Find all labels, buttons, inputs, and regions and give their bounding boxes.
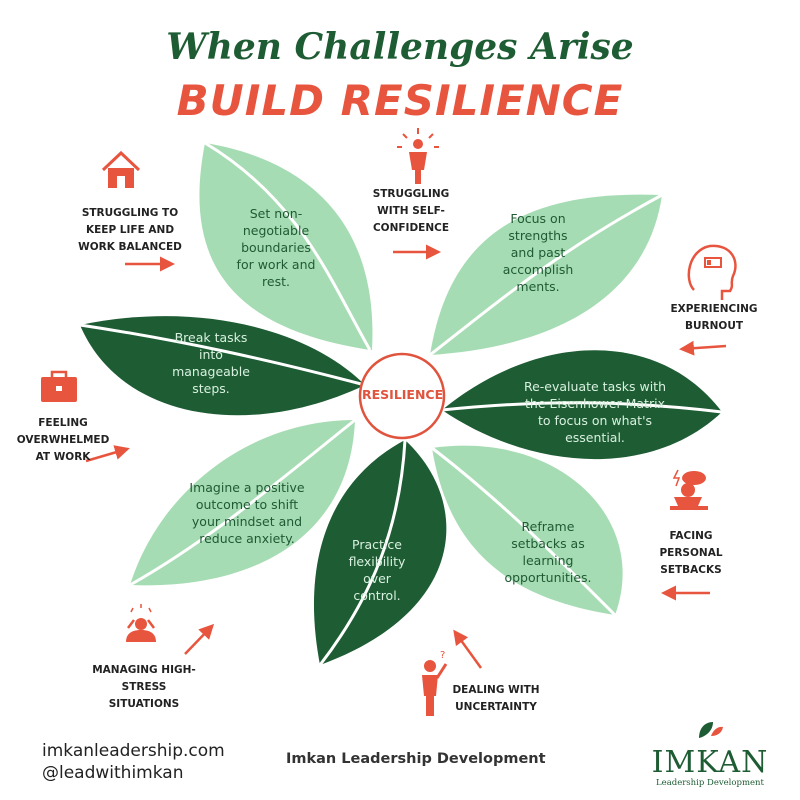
house-icon bbox=[101, 150, 141, 188]
label-balance: STRUGGLING TO KEEP LIFE AND WORK BALANCE… bbox=[78, 207, 182, 253]
footer-contact: imkanleadership.com @leadwithimkan bbox=[42, 740, 225, 784]
tip-strengths: Focus on strengths and past accomplish m… bbox=[502, 211, 574, 294]
tip-flexibility: Practice flexibility over control. bbox=[348, 537, 406, 603]
arrow-overwhelmed bbox=[85, 445, 130, 463]
tip-imagine: Imagine a positive outcome to shift your… bbox=[189, 480, 305, 546]
brand-subtitle: Leadership Development bbox=[656, 778, 764, 788]
tip-reevaluate: Re-evaluate tasks with the Eisenhower Ma… bbox=[523, 379, 666, 445]
tip-reframe: Reframe setbacks as learning opportuniti… bbox=[504, 519, 592, 585]
leaf-break bbox=[79, 316, 366, 416]
label-setbacks: FACING PERSONAL SETBACKS bbox=[659, 530, 723, 576]
label-burnout: EXPERIENCING BURNOUT bbox=[670, 303, 758, 332]
brand-name: IMKAN bbox=[651, 745, 769, 780]
arrow-uncertainty bbox=[453, 629, 483, 669]
confused-person-icon: ? bbox=[422, 650, 448, 716]
arrow-stress bbox=[184, 623, 215, 655]
leaf-reevaluate bbox=[441, 350, 723, 460]
leaf-imagine bbox=[129, 418, 356, 587]
label-confidence: STRUGGLING WITH SELF-CONFIDENCE bbox=[372, 188, 450, 234]
stressed-person-icon bbox=[126, 604, 156, 642]
person-glow-icon bbox=[397, 128, 439, 184]
arrow-burnout bbox=[679, 340, 727, 356]
label-stress: MANAGING HIGH-STRESS SITUATIONS bbox=[92, 664, 196, 710]
leaf-logo-icon bbox=[699, 722, 723, 738]
label-uncertainty: DEALING WITH UNCERTAINTY bbox=[452, 684, 540, 713]
briefcase-icon bbox=[41, 370, 77, 402]
title-line-2: BUILD RESILIENCE bbox=[176, 76, 624, 125]
brand-logo: IMKAN Leadership Development bbox=[650, 718, 770, 788]
svg-text:?: ? bbox=[440, 650, 445, 661]
tip-boundaries: Set non-negotiable boundaries for work a… bbox=[236, 206, 316, 289]
company-name: Imkan Leadership Development bbox=[286, 751, 546, 767]
tip-break: Break tasks into manageable steps. bbox=[172, 330, 250, 396]
leaf-reframe bbox=[431, 445, 623, 617]
title-line-1: When Challenges Arise bbox=[166, 26, 634, 68]
leaf-flexibility bbox=[313, 439, 447, 666]
leaf-strengths bbox=[429, 193, 663, 357]
head-low-battery-icon bbox=[687, 244, 737, 300]
label-overwhelmed: FEELING OVERWHELMED AT WORK bbox=[16, 417, 110, 463]
website-link[interactable]: imkanleadership.com bbox=[42, 741, 225, 761]
storm-cloud-person-icon bbox=[670, 469, 708, 510]
leaf-boundaries bbox=[199, 141, 373, 351]
social-handle[interactable]: @leadwithimkan bbox=[42, 763, 184, 783]
center-label: RESILIENCE bbox=[362, 387, 444, 402]
center-circle bbox=[358, 352, 446, 440]
